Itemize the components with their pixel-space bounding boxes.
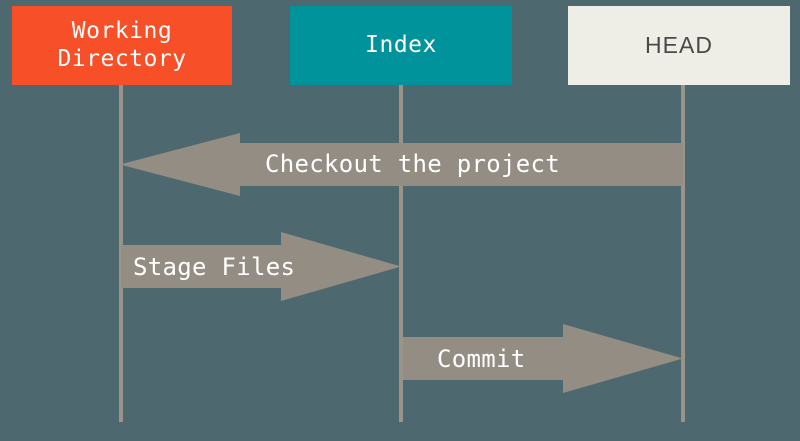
actor-box-working-directory[interactable]: Working Directory: [12, 6, 232, 85]
lifeline-head: [681, 84, 685, 422]
arrow-commit: [403, 324, 683, 393]
arrow-stage-files: [121, 232, 401, 301]
arrow-label-commit: Commit: [437, 345, 526, 373]
arrow-label-checkout: Checkout the project: [265, 150, 560, 178]
arrow-checkout: [120, 133, 683, 196]
arrow-label-stage-files: Stage Files: [133, 253, 296, 281]
lifeline-index: [399, 84, 403, 422]
actor-box-head[interactable]: HEAD: [568, 6, 790, 85]
actor-box-index[interactable]: Index: [290, 6, 512, 85]
